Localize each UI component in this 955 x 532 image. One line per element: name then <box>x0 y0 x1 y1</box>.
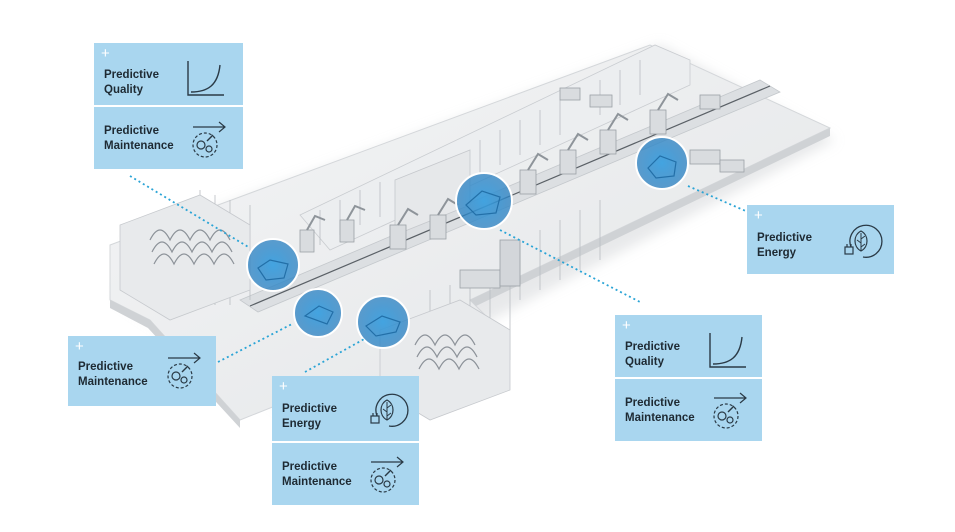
quality-curve-icon <box>708 331 748 369</box>
callout-label: Predictive Energy <box>282 403 337 430</box>
plus-icon: + <box>622 317 631 334</box>
callout-item: + Predictive Energy <box>747 205 894 274</box>
maintenance-gears-icon <box>189 119 233 161</box>
callout-label: Predictive Energy <box>757 232 812 259</box>
plus-icon: + <box>75 338 84 355</box>
callout-label: Predictive Maintenance <box>78 361 148 388</box>
callout-label: Predictive Maintenance <box>625 397 695 424</box>
connector-lines <box>129 175 749 373</box>
callout-bottom-center: + Predictive Energy Predictive Maintenan… <box>272 376 419 505</box>
callout-item: + Predictive Quality <box>94 43 243 105</box>
callout-left: + Predictive Maintenance <box>68 336 216 406</box>
callout-right: + Predictive Energy <box>747 205 894 274</box>
maintenance-gears-icon <box>164 350 208 392</box>
hotspots <box>246 136 689 349</box>
callout-bottom-right: + Predictive Quality Predictive Maintena… <box>615 315 762 441</box>
callout-label: Predictive Quality <box>625 341 680 368</box>
callout-item: Predictive Maintenance <box>272 441 419 505</box>
maintenance-gears-icon <box>710 390 754 432</box>
callout-label: Predictive Maintenance <box>104 125 174 152</box>
plus-icon: + <box>754 207 763 224</box>
callout-item: Predictive Maintenance <box>94 105 243 169</box>
callout-label: Predictive Quality <box>104 69 159 96</box>
callout-label: Predictive Maintenance <box>282 461 352 488</box>
energy-leaf-plug-icon <box>365 388 409 432</box>
callout-top-left: + Predictive Quality Predictive Maintena… <box>94 43 243 169</box>
plus-icon: + <box>279 378 288 395</box>
callout-item: + Predictive Maintenance <box>68 336 216 406</box>
callout-item: + Predictive Quality <box>615 315 762 377</box>
plus-icon: + <box>101 45 110 62</box>
maintenance-gears-icon <box>367 454 411 496</box>
quality-curve-icon <box>186 59 226 97</box>
callout-item: + Predictive Energy <box>272 376 419 441</box>
callout-item: Predictive Maintenance <box>615 377 762 441</box>
energy-leaf-plug-icon <box>839 219 883 263</box>
